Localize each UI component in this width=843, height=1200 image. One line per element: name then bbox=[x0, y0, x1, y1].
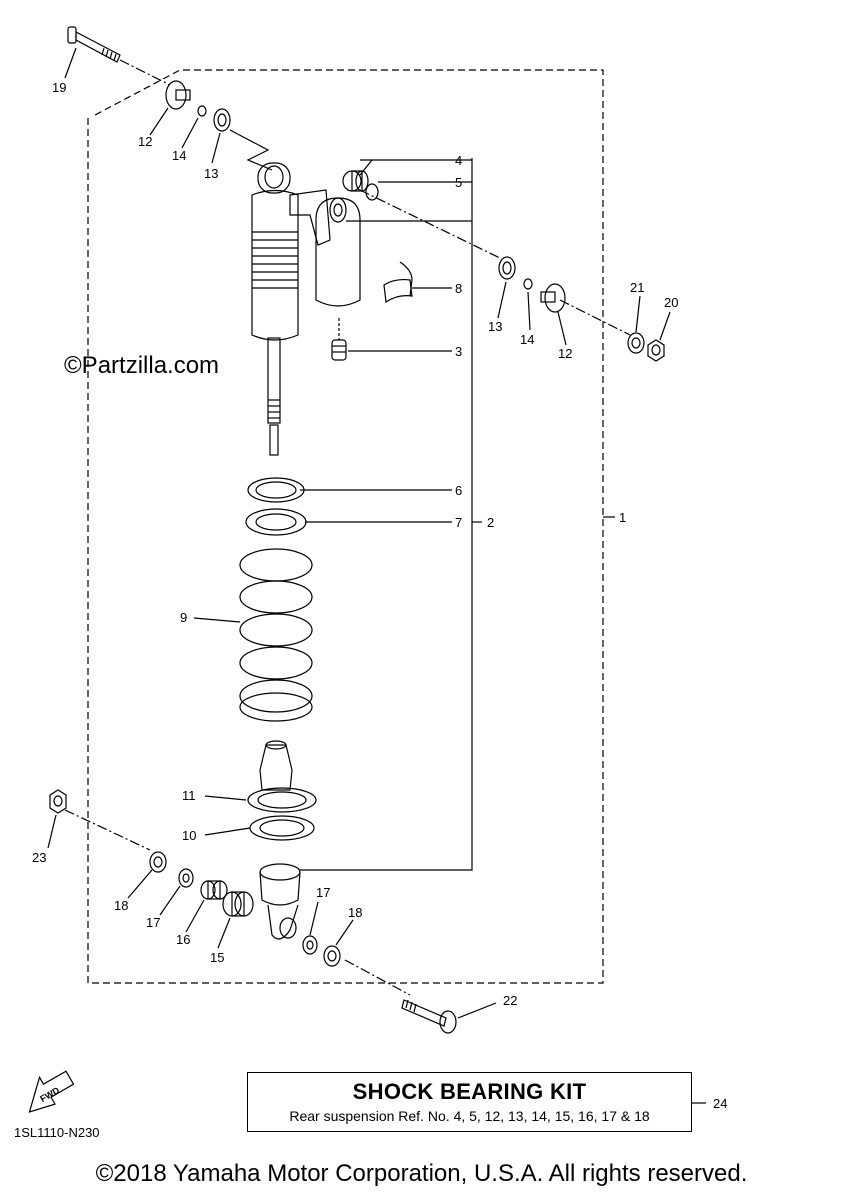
collar-12-right bbox=[540, 283, 566, 313]
assembly-boundary bbox=[87, 69, 604, 984]
spring-9 bbox=[239, 548, 313, 722]
kit-title: SHOCK BEARING KIT bbox=[352, 1079, 587, 1104]
washer-18-right bbox=[323, 945, 341, 967]
callout-11: 11 bbox=[182, 788, 196, 803]
band-8 bbox=[383, 261, 413, 304]
callout-18-left: 18 bbox=[114, 898, 128, 913]
callout-4: 4 bbox=[455, 153, 462, 168]
nut-20 bbox=[647, 339, 665, 362]
callout-8: 8 bbox=[455, 281, 462, 296]
spring-seat-10 bbox=[249, 815, 315, 841]
o-ring-14-right bbox=[523, 278, 533, 290]
shock-body bbox=[229, 129, 331, 456]
callout-6: 6 bbox=[455, 483, 462, 498]
callout-14-upper: 14 bbox=[172, 148, 186, 163]
callout-20: 20 bbox=[664, 295, 678, 310]
lower-clevis bbox=[259, 863, 301, 940]
callout-21: 21 bbox=[630, 280, 644, 295]
collar-11 bbox=[247, 787, 317, 813]
washer-13-upper bbox=[213, 108, 231, 132]
seal-5 bbox=[365, 183, 379, 201]
collar-12-upper bbox=[165, 80, 191, 110]
seal-17-left bbox=[178, 868, 194, 888]
callout-24: 24 bbox=[713, 1096, 727, 1111]
fwd-label: FWD bbox=[38, 1085, 61, 1104]
callout-12-upper: 12 bbox=[138, 134, 152, 149]
bearing-15 bbox=[222, 891, 254, 917]
callout-1: 1 bbox=[619, 510, 626, 525]
callout-16: 16 bbox=[176, 932, 190, 947]
bump-stop bbox=[259, 740, 293, 791]
kit-subtitle: Rear suspension Ref. No. 4, 5, 12, 13, 1… bbox=[289, 1108, 650, 1124]
callout-2: 2 bbox=[487, 515, 494, 530]
group-bracket-2 bbox=[300, 158, 473, 871]
callout-12-right: 12 bbox=[558, 346, 572, 361]
nut-23 bbox=[49, 789, 67, 814]
bearing-4 bbox=[342, 170, 369, 192]
callout-17-left: 17 bbox=[146, 915, 160, 930]
callout-18-right: 18 bbox=[348, 905, 362, 920]
bushing-16 bbox=[200, 880, 228, 900]
callout-17-right: 17 bbox=[316, 885, 330, 900]
callout-19: 19 bbox=[52, 80, 66, 95]
diagram-code: 1SL1110-N230 bbox=[14, 1125, 100, 1140]
watermark: ©Partzilla.com bbox=[64, 352, 220, 379]
callout-10: 10 bbox=[182, 828, 196, 843]
callout-14-right: 14 bbox=[520, 332, 534, 347]
callout-13-right: 13 bbox=[488, 319, 502, 334]
callout-7: 7 bbox=[455, 515, 462, 530]
callout-15: 15 bbox=[210, 950, 224, 965]
washer-13-right bbox=[498, 256, 516, 280]
bolt-22 bbox=[401, 999, 457, 1034]
callout-22: 22 bbox=[503, 993, 517, 1008]
copyright-notice: ©2018 Yamaha Motor Corporation, U.S.A. A… bbox=[95, 1160, 748, 1187]
callout-13-upper: 13 bbox=[204, 166, 218, 181]
shock-bearing-kit-box: SHOCK BEARING KIT Rear suspension Ref. N… bbox=[247, 1072, 692, 1132]
fwd-arrow-icon bbox=[28, 1070, 75, 1113]
o-ring-14-upper bbox=[197, 105, 207, 117]
bolt-19 bbox=[67, 26, 121, 63]
valve-3 bbox=[331, 318, 347, 361]
reservoir bbox=[315, 197, 361, 307]
callout-23: 23 bbox=[32, 850, 46, 865]
callout-9: 9 bbox=[180, 610, 187, 625]
washer-18-left bbox=[149, 851, 167, 873]
callout-3: 3 bbox=[455, 344, 462, 359]
callout-5: 5 bbox=[455, 175, 462, 190]
seal-17-right bbox=[302, 935, 318, 955]
washer-21 bbox=[627, 332, 645, 354]
spring-adjuster-6 bbox=[247, 477, 305, 503]
lock-nut-7 bbox=[245, 508, 307, 536]
